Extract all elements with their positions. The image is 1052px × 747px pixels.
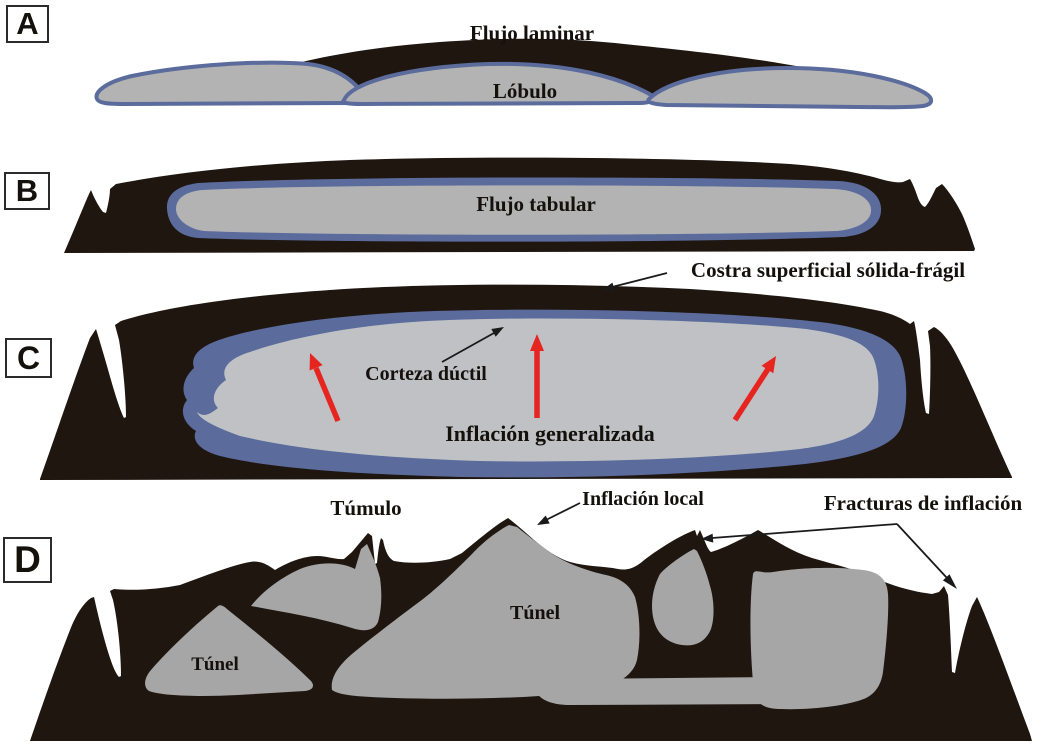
panel-b-tabular-core (176, 185, 872, 235)
local-inflation-label: Inflación local (582, 488, 704, 510)
tabular-flow-label: Flujo tabular (476, 192, 596, 216)
local-inflation-leader-line (545, 502, 581, 521)
panel-c-letter: C (16, 339, 41, 376)
panel-d-graphics (30, 502, 1032, 741)
general-inflation-label: Inflación generalizada (445, 421, 655, 446)
panel-b-graphics (64, 157, 975, 253)
panel-d-tunnel-small-right (652, 549, 714, 646)
panel-d-tunnel-band (537, 677, 813, 705)
panel-d-tunnel-center (331, 525, 640, 699)
red-arrow-left-shaft (313, 366, 341, 423)
panel-c-graphics (40, 272, 1012, 480)
ductile-crust-label: Corteza dúctil (365, 363, 487, 385)
fractures-leader-right-line (896, 523, 948, 579)
fractures-leader-left-line (711, 523, 898, 539)
ductile-leader-line (441, 332, 495, 363)
panel-d-leader-arrows (537, 502, 957, 589)
tunnel-label-left: Túnel (191, 654, 239, 675)
panel-a-lobe-right (646, 66, 934, 110)
tunnel-label-center: Túnel (509, 602, 561, 624)
panel-a-letter: A (16, 6, 39, 41)
panel-c-letter-box: C (5, 338, 52, 378)
panel-a-lobe-left (94, 60, 368, 106)
panel-b-letter-box: B (4, 172, 50, 210)
panel-c-leader-arrows (441, 272, 668, 363)
inflation-fractures-label: Fracturas de inflación (823, 491, 1023, 515)
panel-d-letter: D (14, 539, 41, 580)
crust-leader-head (602, 282, 615, 292)
panel-a-letter-box: A (6, 5, 49, 43)
panel-d-letter-box: D (3, 537, 52, 583)
panel-d-tunnel-right-block (750, 567, 889, 710)
ductile-leader-head (491, 327, 504, 337)
local-inflation-leader-head (537, 515, 550, 525)
red-arrow-left-head (309, 353, 323, 371)
lobe-label: Lóbulo (492, 79, 558, 103)
fractures-leader-right-head (942, 574, 957, 589)
red-arrow-right-head (761, 356, 776, 374)
panel-a-graphics (94, 38, 934, 110)
tumulus-label: Túmulo (330, 496, 402, 520)
laminar-flow-label: Flujo laminar (469, 21, 595, 45)
inflation-arrows (309, 334, 776, 423)
brittle-crust-label: Costra superficial sólida-frágil (690, 258, 966, 282)
panel-d-tunnel-upper-left (251, 544, 382, 631)
panel-a-lobe-middle (341, 61, 657, 106)
red-arrow-middle-head (530, 334, 544, 351)
red-arrow-right-shaft (732, 367, 771, 422)
panel-d-tunnel-left (145, 605, 313, 696)
crust-leader-line (611, 272, 668, 288)
panel-b-letter: B (15, 173, 39, 208)
fractures-leader-left-head (701, 533, 714, 543)
